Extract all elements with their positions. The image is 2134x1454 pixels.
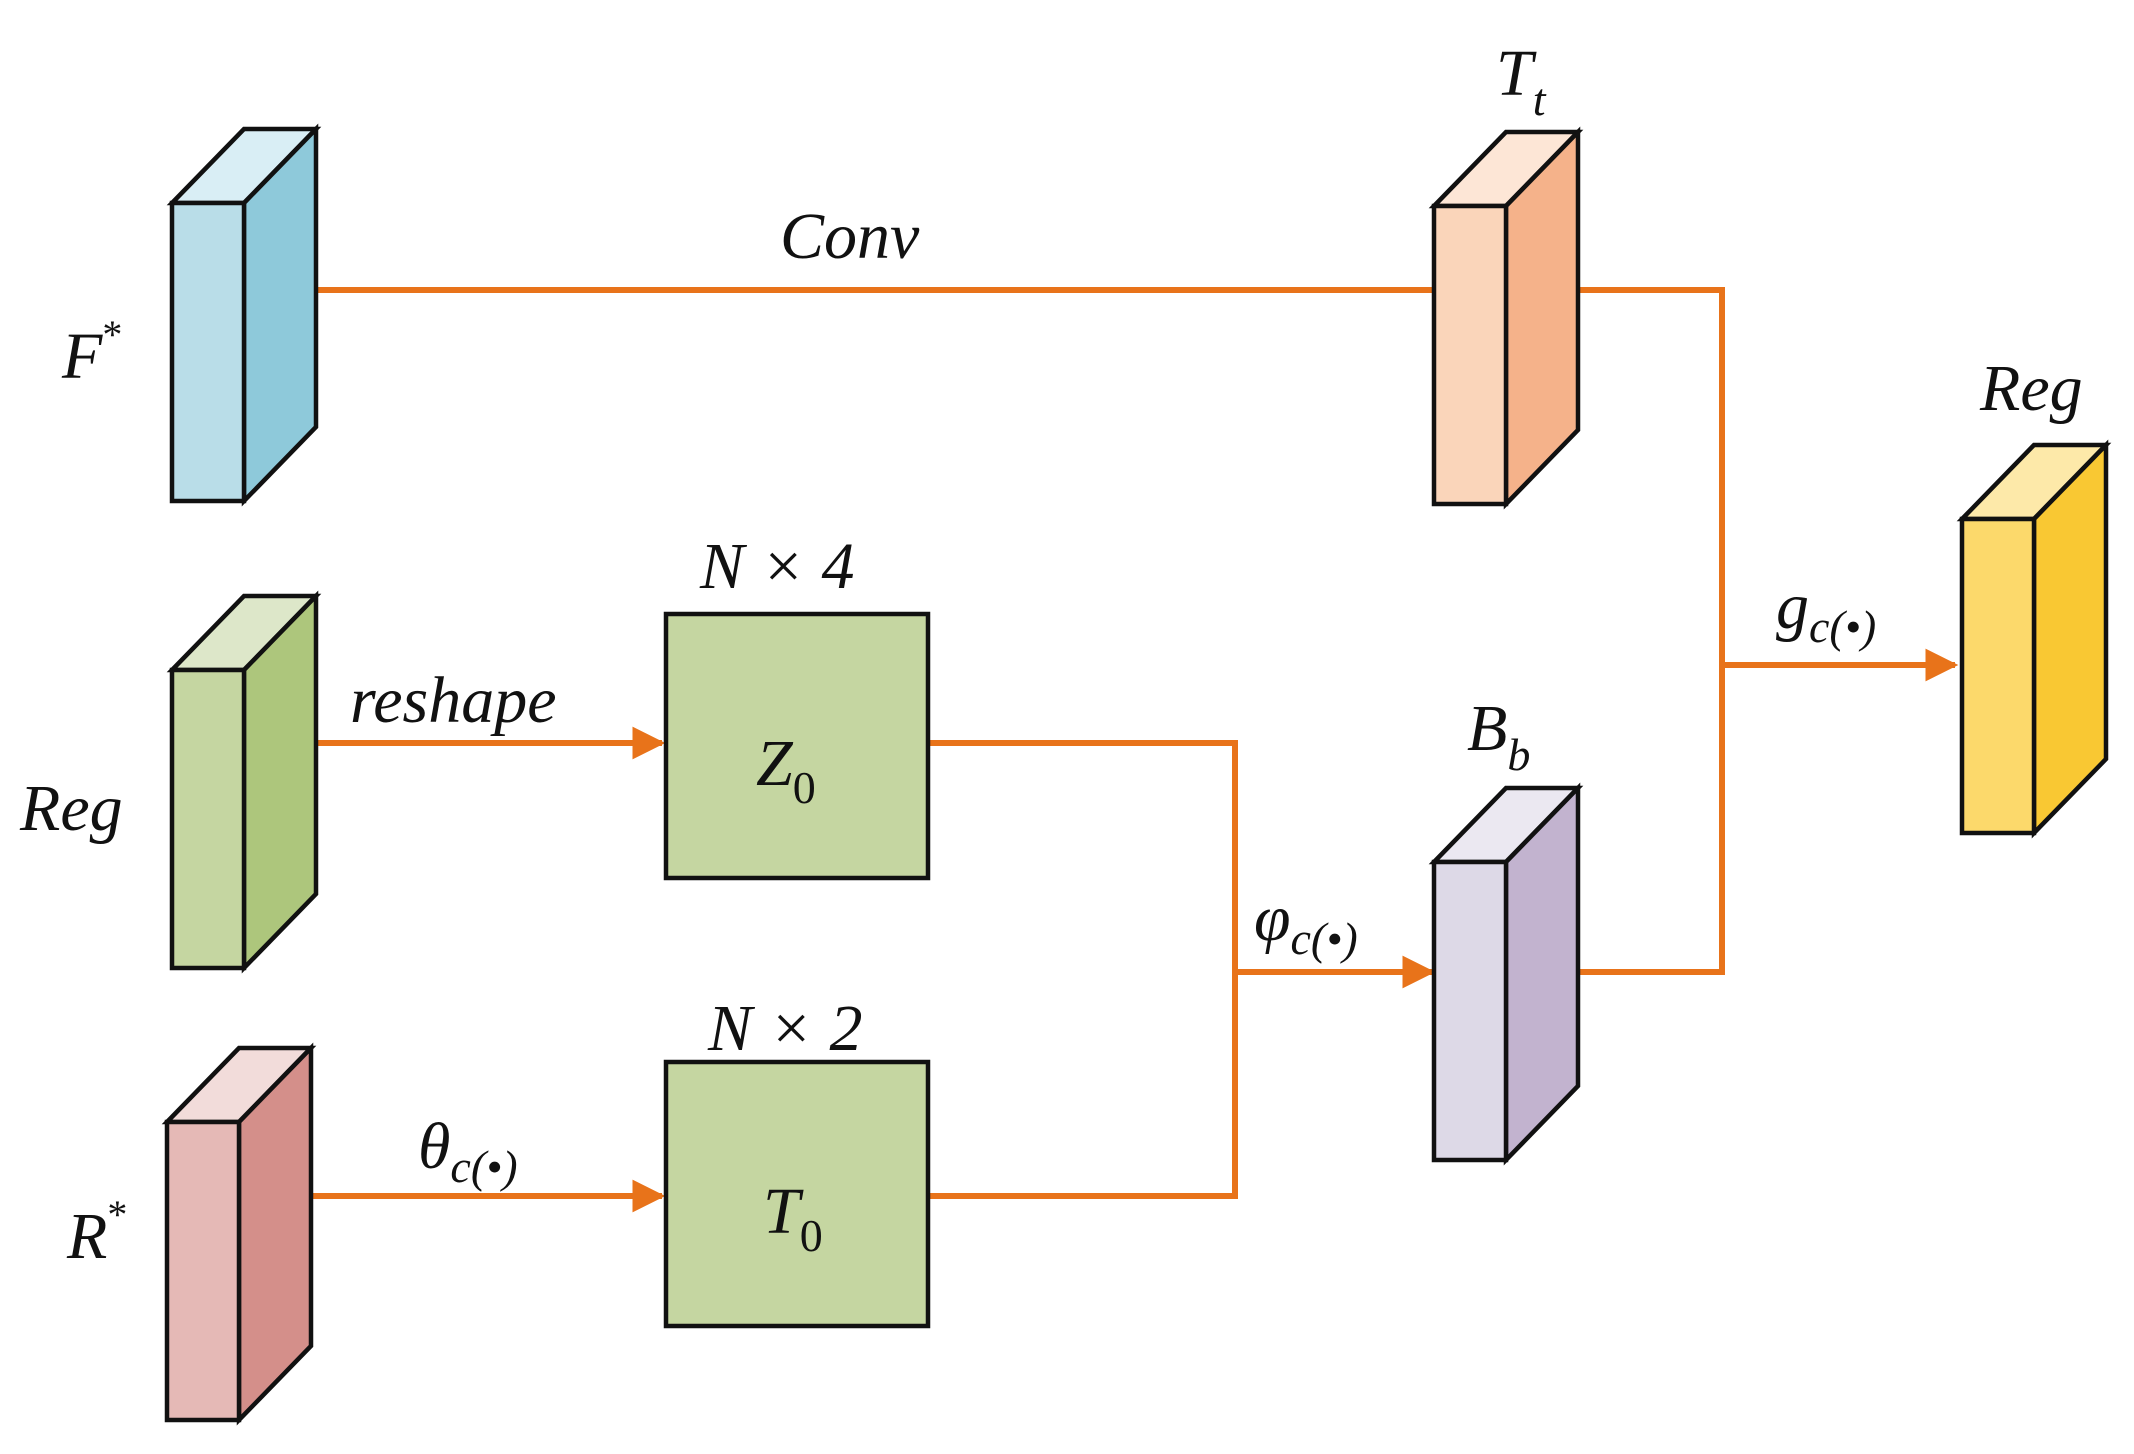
feature-block-reg-in: [166, 590, 322, 974]
edge-label-theta: θc(•): [418, 1110, 518, 1192]
edge-tt-to-merge: [1578, 287, 1725, 972]
dims-z0: N × 4: [699, 530, 855, 603]
matrix-box-t0: [663, 1059, 931, 1329]
block-front-face: [1959, 516, 2037, 836]
edge-label-g: gc(•): [1776, 570, 1876, 652]
block-front-face: [169, 200, 247, 504]
label-r-star: R*: [66, 1192, 127, 1273]
feature-block-t-t: [1428, 126, 1584, 510]
feature-block-r-star: [161, 1042, 317, 1426]
block-front-face: [169, 667, 247, 971]
label-t-t: Tt: [1496, 37, 1547, 125]
feature-block-f-star: [166, 123, 322, 507]
label-reg-in: Reg: [19, 772, 123, 845]
label-f-star: F*: [61, 312, 122, 393]
label-b-b: Bb: [1467, 692, 1530, 780]
label-reg-out: Reg: [1979, 352, 2083, 425]
block-front-face: [1431, 203, 1509, 507]
matrix-box-z0: [663, 611, 931, 881]
label-t0: T0: [763, 1175, 823, 1261]
block-front-face: [1431, 859, 1509, 1163]
edge-z0-to-phi: [928, 740, 1238, 1196]
feature-block-reg-out: [1956, 439, 2112, 839]
feature-block-b-b: [1428, 782, 1584, 1166]
edge-label-conv: Conv: [780, 200, 920, 273]
edge-label-phi: φc(•): [1254, 882, 1358, 964]
label-z0: Z0: [756, 727, 816, 813]
block-front-face: [164, 1119, 242, 1423]
edge-label-reshape: reshape: [350, 664, 557, 737]
dims-t0: N × 2: [707, 992, 863, 1065]
edges: [307, 287, 1959, 1213]
